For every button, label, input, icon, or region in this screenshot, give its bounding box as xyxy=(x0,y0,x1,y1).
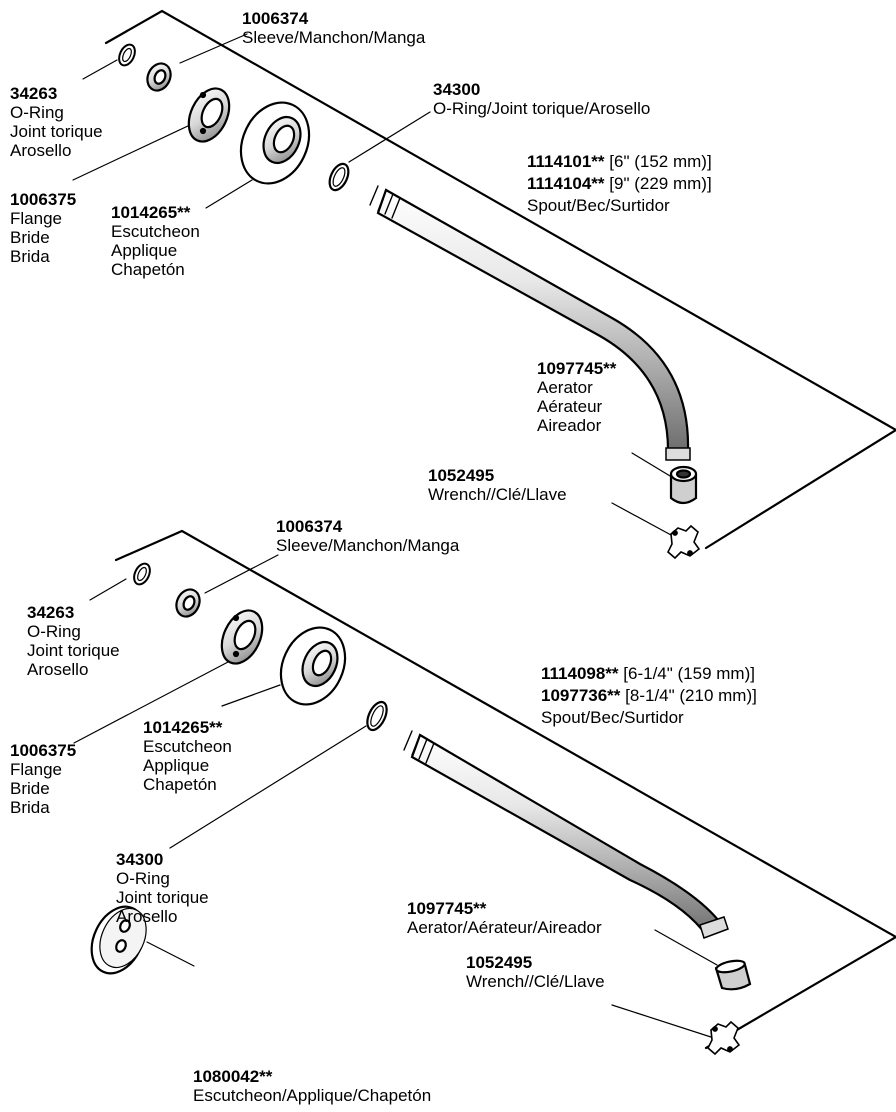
label-o-ring-large-bottom: 34300 O-Ring Joint torique Arosello xyxy=(116,850,209,926)
label-o-ring-small-top: 34263 O-Ring Joint torique Arosello xyxy=(10,84,103,160)
spout-bottom xyxy=(403,730,729,939)
spout-top xyxy=(369,185,691,461)
label-wrench-bottom: 1052495 Wrench//Clé/Llave xyxy=(466,953,605,991)
label-sleeve-top: 1006374 Sleeve/Manchon/Manga xyxy=(242,9,426,47)
o-ring-large-bottom xyxy=(366,700,388,732)
sleeve-bottom xyxy=(175,588,201,618)
label-o-ring-small-bottom: 34263 O-Ring Joint torique Arosello xyxy=(27,603,120,679)
label-escutcheon-bottom: 1014265** Escutcheon Applique Chapetón xyxy=(143,718,232,794)
aerator-bottom xyxy=(714,959,752,991)
label-spout-top: 1114101** [6" (152 mm)] 1114104** [9" (2… xyxy=(527,152,712,215)
flange-top xyxy=(187,87,231,143)
wall-outline-top xyxy=(104,9,896,432)
o-ring-small-top xyxy=(118,43,136,67)
sleeve-top xyxy=(146,62,172,92)
label-flange-top: 1006375 Flange Bride Brida xyxy=(10,190,77,266)
label-spout-bottom: 1114098** [6-1/4" (159 mm)] 1097736** [8… xyxy=(541,664,757,727)
label-cover-plate: 1080042** Escutcheon/Applique/Chapetón xyxy=(193,1067,432,1105)
o-ring-large-top xyxy=(328,162,350,192)
label-escutcheon-top: 1014265** Escutcheon Applique Chapetón xyxy=(111,203,200,279)
wall-edge-top xyxy=(704,428,896,550)
label-o-ring-large-top: 34300 O-Ring/Joint torique/Arosello xyxy=(433,80,651,118)
label-flange-bottom: 1006375 Flange Bride Brida xyxy=(10,741,77,817)
label-aerator-bottom: 1097745** Aerator/Aérateur/Aireador xyxy=(407,899,602,937)
wall-outline-bottom xyxy=(114,529,896,939)
wrench-top xyxy=(667,524,701,560)
aerator-top xyxy=(669,465,698,505)
cover-plate xyxy=(90,905,147,975)
label-wrench-top: 1052495 Wrench//Clé/Llave xyxy=(428,466,567,504)
wrench-bottom xyxy=(707,1020,741,1056)
escutcheon-top xyxy=(239,101,311,185)
flange-bottom xyxy=(220,609,264,665)
label-aerator-top: 1097745** Aerator Aérateur Aireador xyxy=(537,359,617,435)
escutcheon-bottom xyxy=(279,626,347,706)
label-sleeve-bottom: 1006374 Sleeve/Manchon/Manga xyxy=(276,517,460,555)
o-ring-small-bottom xyxy=(133,562,151,586)
